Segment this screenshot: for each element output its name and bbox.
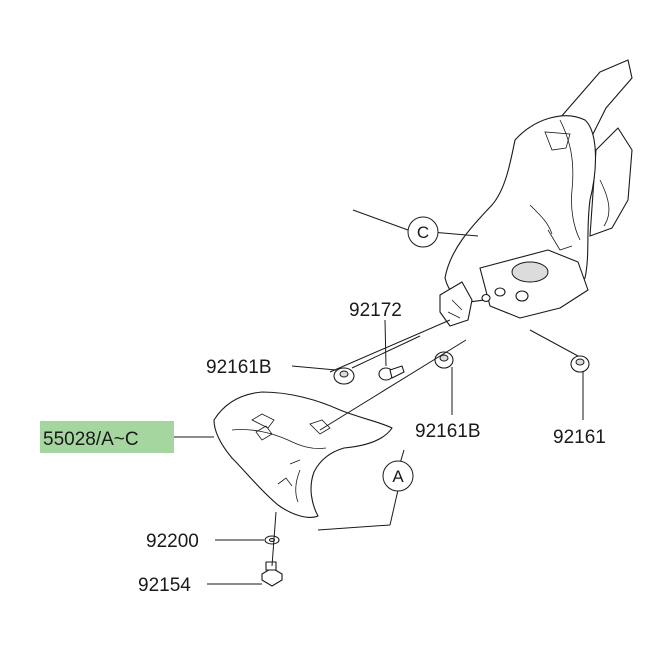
grommet-92161b-right — [434, 351, 454, 369]
callout-c: C — [407, 216, 439, 248]
part-number-92161b-left: 92161B — [206, 357, 272, 378]
part-number-55028[interactable]: 55028/A~C — [43, 429, 139, 450]
part-number-92154: 92154 — [138, 575, 191, 596]
part-number-92161: 92161 — [553, 427, 606, 448]
part-number-92200: 92200 — [146, 531, 199, 552]
grommet-92161b-left — [333, 367, 355, 385]
callout-a-label: A — [392, 467, 404, 486]
callout-a: A — [382, 460, 414, 492]
tail-frame — [439, 59, 633, 327]
washer-92200 — [264, 535, 280, 545]
leader-lines — [174, 209, 584, 585]
highlight-box — [40, 421, 174, 453]
bolt-92154 — [261, 561, 283, 587]
part-number-92161b-right: 92161B — [415, 421, 481, 442]
callout-c-label: C — [417, 223, 429, 242]
grommet-92161 — [570, 355, 590, 373]
screw-92172 — [378, 365, 405, 381]
part-number-92172: 92172 — [349, 300, 402, 321]
guard-part — [213, 391, 393, 518]
